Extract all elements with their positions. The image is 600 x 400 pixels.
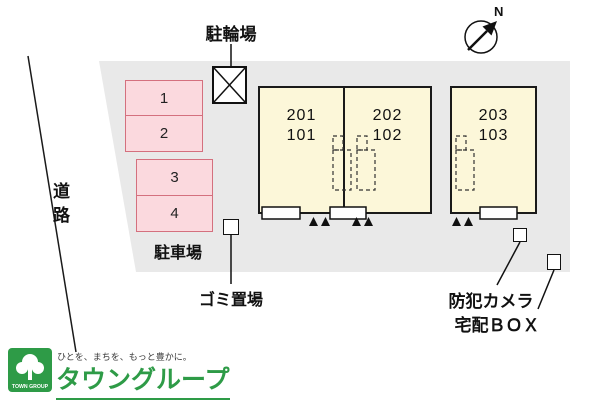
entrance-arrow-icon bbox=[352, 217, 361, 226]
parking-spot-4: 4 bbox=[136, 195, 213, 232]
compass-north-label: N bbox=[494, 4, 503, 19]
unit-number-lower: 103 bbox=[478, 127, 509, 144]
delivery-box-label: 宅配ＢＯＸ bbox=[454, 316, 540, 335]
road-label: 道路 bbox=[50, 182, 69, 230]
unit-number-upper: 203 bbox=[478, 107, 509, 124]
entrance-arrow-icon bbox=[464, 217, 473, 226]
unit-number-upper: 201 bbox=[286, 107, 317, 124]
unit-number-lower: 101 bbox=[286, 127, 317, 144]
entrance-arrow-icon bbox=[452, 217, 461, 226]
parking-spot-number: 3 bbox=[170, 169, 179, 186]
entrance-arrow-icon bbox=[364, 217, 373, 226]
compass-needle bbox=[467, 30, 488, 51]
entrance-arrow-icon bbox=[309, 217, 318, 226]
bicycle-parking-box bbox=[212, 66, 247, 104]
tree-logo-icon: TOWN GROUP bbox=[12, 354, 49, 390]
building-unit-2: 202 102 bbox=[343, 86, 432, 214]
entrance-arrow-icon bbox=[321, 217, 330, 226]
security-camera-label: 防犯カメラ bbox=[448, 292, 534, 311]
parking-spot-1: 1 bbox=[125, 80, 203, 116]
parking-spot-2: 2 bbox=[125, 115, 203, 152]
building-unit-1: 201 101 bbox=[258, 86, 345, 214]
security-camera-box bbox=[513, 228, 527, 242]
parking-spot-number: 1 bbox=[159, 89, 169, 107]
building-unit-3: 203 103 bbox=[450, 86, 537, 214]
compass-icon: N bbox=[464, 4, 503, 54]
bicycle-parking-label: 駐輪場 bbox=[205, 25, 257, 44]
parking-lot-label: 駐車場 bbox=[153, 245, 203, 262]
delivery-box bbox=[547, 254, 561, 270]
camera-leader-line bbox=[496, 241, 521, 286]
parking-spot-number: 4 bbox=[170, 205, 179, 222]
logo-text: TOWN GROUP bbox=[12, 384, 49, 390]
brand-name: タウングループ bbox=[56, 360, 230, 400]
delivery-leader-line bbox=[537, 269, 555, 310]
parking-spot-number: 2 bbox=[159, 125, 169, 142]
unit-number-lower: 102 bbox=[372, 127, 403, 144]
garbage-box bbox=[223, 219, 239, 235]
brand-tagline: ひとを、まちを、もっと豊かに。 bbox=[57, 352, 192, 362]
compass-circle bbox=[464, 20, 498, 54]
entrance-arrows bbox=[309, 217, 473, 226]
brand-logo: TOWN GROUP bbox=[8, 348, 52, 392]
compass-arrowhead bbox=[482, 21, 497, 36]
garbage-area-label: ゴミ置場 bbox=[198, 292, 264, 309]
parking-spot-3: 3 bbox=[136, 159, 213, 196]
unit-number-upper: 202 bbox=[372, 107, 403, 124]
